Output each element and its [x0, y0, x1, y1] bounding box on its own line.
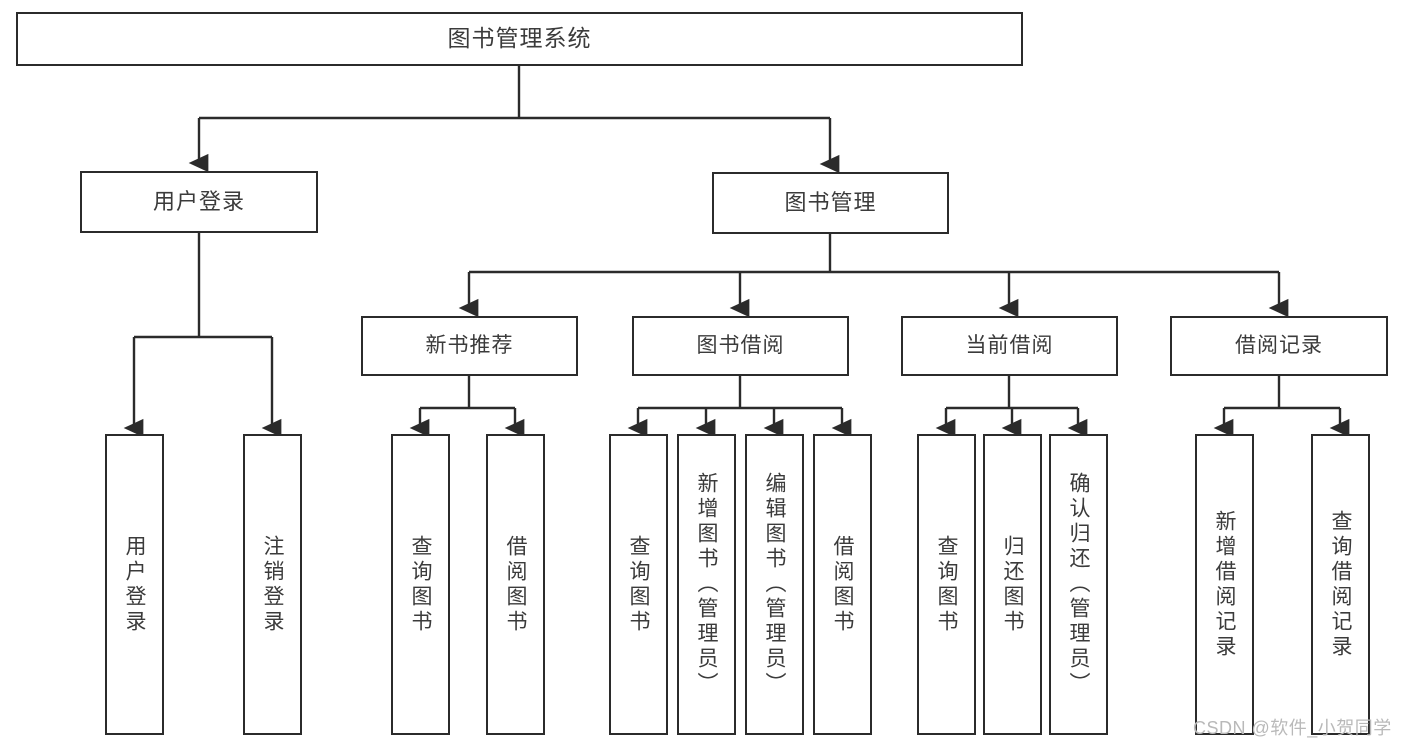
leaf-borrow-record-add-label: 新增借阅记录 [1213, 509, 1236, 660]
leaf-book-borrow-query-label: 查询图书 [627, 534, 650, 635]
node-user-login-label: 用户登录 [152, 189, 245, 215]
node-book-management-label: 图书管理 [784, 190, 877, 216]
leaf-book-borrow-query[interactable]: 查询图书 [609, 434, 668, 735]
leaf-user-login-signout[interactable]: 注销登录 [243, 434, 302, 735]
node-root[interactable]: 图书管理系统 [16, 12, 1023, 66]
node-book-management[interactable]: 图书管理 [712, 172, 949, 234]
node-borrow-record[interactable]: 借阅记录 [1170, 316, 1388, 376]
node-borrow-record-label: 借阅记录 [1235, 333, 1323, 357]
node-current-borrow[interactable]: 当前借阅 [901, 316, 1118, 376]
leaf-book-borrow-edit-label: 编辑图书（管理员） [763, 472, 786, 697]
leaf-borrow-record-add[interactable]: 新增借阅记录 [1195, 434, 1254, 735]
leaf-user-login-signin[interactable]: 用户登录 [105, 434, 164, 735]
leaf-new-book-borrow-label: 借阅图书 [504, 534, 527, 635]
node-book-borrow-label: 图书借阅 [696, 333, 785, 357]
node-user-login[interactable]: 用户登录 [80, 171, 318, 233]
leaf-current-borrow-return-label: 归还图书 [1001, 534, 1024, 635]
node-book-borrow[interactable]: 图书借阅 [632, 316, 849, 376]
leaf-current-borrow-query[interactable]: 查询图书 [917, 434, 976, 735]
leaf-current-borrow-return[interactable]: 归还图书 [983, 434, 1042, 735]
watermark: CSDN @软件_小贺同学 [1193, 718, 1392, 738]
leaf-current-borrow-confirm-label: 确认归还（管理员） [1067, 472, 1090, 697]
node-current-borrow-label: 当前借阅 [965, 333, 1054, 357]
leaf-book-borrow-edit[interactable]: 编辑图书（管理员） [745, 434, 804, 735]
leaf-borrow-record-query[interactable]: 查询借阅记录 [1311, 434, 1370, 735]
leaf-current-borrow-query-label: 查询图书 [935, 534, 958, 635]
leaf-user-login-signout-label: 注销登录 [261, 534, 284, 635]
leaf-book-borrow-add[interactable]: 新增图书（管理员） [677, 434, 736, 735]
leaf-book-borrow-borrow[interactable]: 借阅图书 [813, 434, 872, 735]
leaf-new-book-borrow[interactable]: 借阅图书 [486, 434, 545, 735]
leaf-book-borrow-add-label: 新增图书（管理员） [695, 472, 718, 697]
leaf-book-borrow-borrow-label: 借阅图书 [831, 534, 854, 635]
leaf-borrow-record-query-label: 查询借阅记录 [1329, 509, 1352, 660]
leaf-user-login-signin-label: 用户登录 [123, 534, 146, 635]
node-new-book-recommend[interactable]: 新书推荐 [361, 316, 578, 376]
node-root-label: 图书管理系统 [447, 25, 592, 52]
leaf-new-book-query-label: 查询图书 [409, 534, 432, 635]
leaf-current-borrow-confirm[interactable]: 确认归还（管理员） [1049, 434, 1108, 735]
node-new-book-recommend-label: 新书推荐 [425, 333, 514, 357]
leaf-new-book-query[interactable]: 查询图书 [391, 434, 450, 735]
